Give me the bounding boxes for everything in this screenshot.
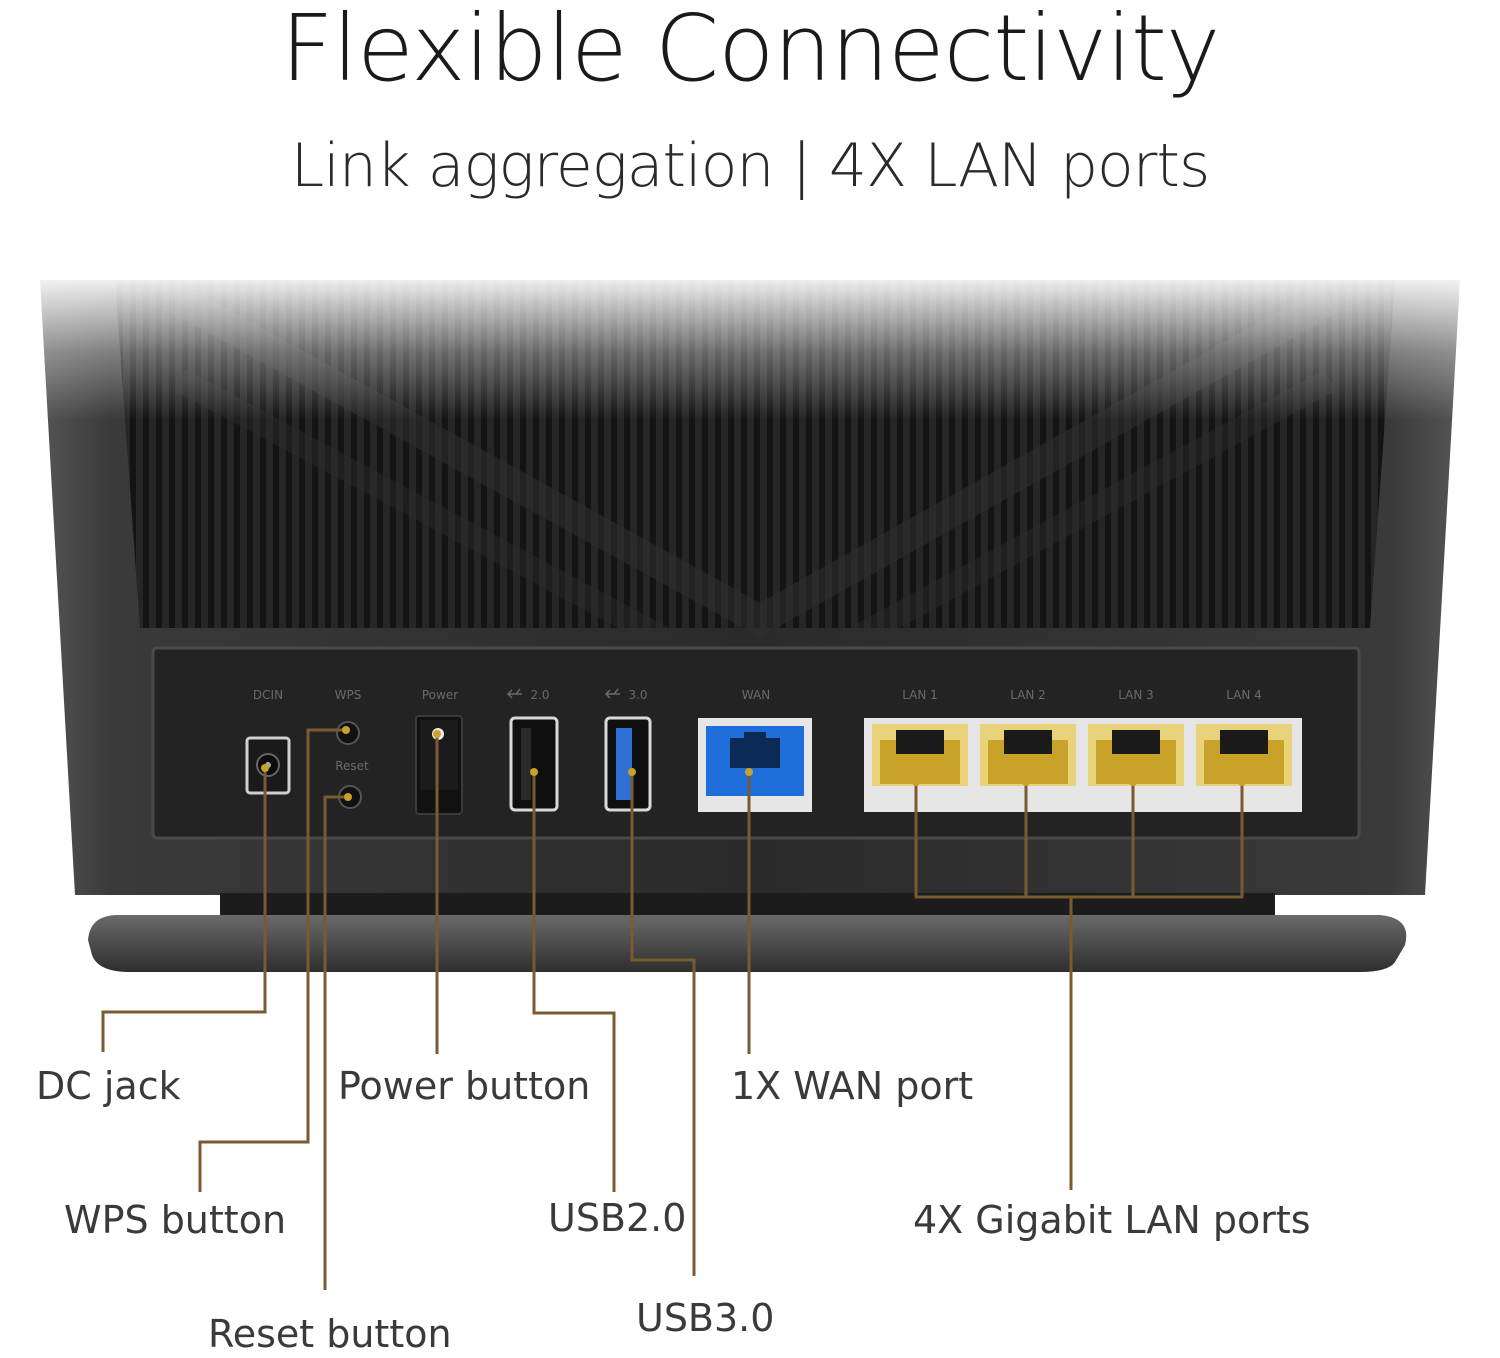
label-wan: WAN [742, 688, 770, 702]
label-dcin: DCIN [253, 688, 283, 702]
label-lan4: LAN 4 [1226, 688, 1262, 702]
label-reset: Reset [335, 759, 369, 773]
leader-dc-jack [101, 768, 267, 1052]
lan-port-2 [980, 724, 1076, 786]
callout-reset-button: Reset button [208, 1312, 452, 1356]
leader-wps [198, 728, 346, 1192]
router-stand [88, 915, 1407, 972]
usb-icon-2 [506, 688, 522, 699]
usb-icon-3 [604, 688, 620, 699]
label-lan3: LAN 3 [1118, 688, 1154, 702]
label-lan2: LAN 2 [1010, 688, 1046, 702]
leader-lan [914, 782, 1244, 899]
lan-port-3 [1088, 724, 1184, 786]
callout-dc-jack: DC jack [36, 1064, 181, 1108]
wan-port [698, 718, 812, 812]
callout-usb3: USB3.0 [636, 1296, 775, 1340]
callout-usb2: USB2.0 [548, 1196, 687, 1240]
page-subtitle: Link aggregation | 4X LAN ports [290, 131, 1210, 201]
leader-usb3 [630, 772, 696, 1276]
lan-port-1 [872, 724, 968, 786]
lan-port-4 [1196, 724, 1292, 786]
usb2-port [509, 716, 559, 812]
page-title: Flexible Connectivity [280, 0, 1221, 102]
leader-reset [323, 795, 348, 1290]
power-button-port [415, 715, 463, 815]
usb3-port [604, 716, 652, 812]
callout-wps-button: WPS button [64, 1198, 287, 1242]
label-wps: WPS [335, 688, 362, 702]
leader-usb2 [532, 772, 616, 1192]
label-power: Power [422, 688, 458, 702]
label-usb3: 3.0 [628, 688, 647, 702]
label-usb2: 2.0 [530, 688, 549, 702]
callout-wan-port: 1X WAN port [731, 1064, 974, 1108]
label-lan1: LAN 1 [902, 688, 938, 702]
callout-lan-ports: 4X Gigabit LAN ports [913, 1198, 1311, 1242]
callout-power-button: Power button [338, 1064, 591, 1108]
